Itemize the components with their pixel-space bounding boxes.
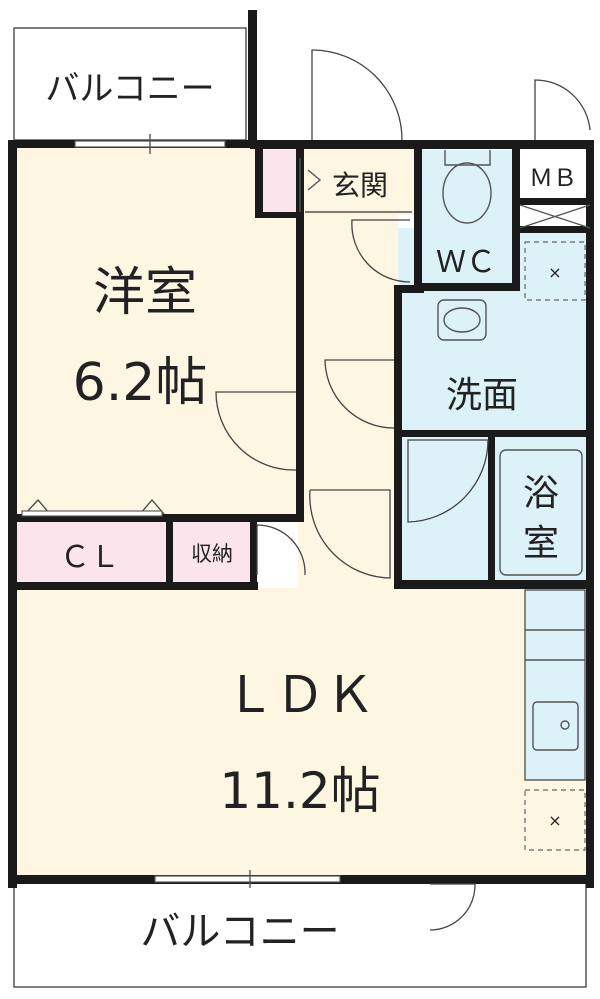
balcony-bottom-label: バルコニー <box>140 909 339 955</box>
wall <box>514 198 592 205</box>
kitchen-sink-icon <box>532 701 579 751</box>
wall <box>586 140 594 888</box>
western-room-door <box>215 391 297 471</box>
balcony-bottom-outline <box>13 881 587 988</box>
corridor-floor <box>298 150 398 590</box>
storage-label: 収納 <box>191 542 233 566</box>
wall <box>250 140 592 149</box>
storage-door <box>256 524 306 576</box>
wall <box>255 212 303 218</box>
wall <box>414 148 422 288</box>
entrance-leader <box>307 169 322 191</box>
wc-door <box>351 219 411 283</box>
bathroom-door <box>407 439 489 523</box>
closet-rail <box>21 510 163 517</box>
western-room-label: 洋室 <box>93 263 197 323</box>
wash-basin-icon <box>437 299 487 341</box>
window-bottom <box>154 875 341 883</box>
wall <box>248 10 257 148</box>
balcony-top-outline <box>13 27 247 141</box>
sink-drain-icon <box>560 720 570 730</box>
western-room-floor <box>10 145 300 517</box>
ldk-label: ＬＤＫ <box>225 666 375 724</box>
wall <box>296 148 304 522</box>
washroom-label: 洗面 <box>446 375 518 416</box>
wall <box>488 430 495 585</box>
closet-floor <box>10 517 173 587</box>
laundry-mark: × <box>548 263 561 282</box>
washroom-door <box>324 359 395 429</box>
ldk-floor <box>10 588 590 878</box>
outside-door-right <box>534 79 591 140</box>
wall <box>394 285 424 293</box>
fridge-mark: × <box>548 811 561 830</box>
wc-label: ＷＣ <box>436 245 496 280</box>
entrance-floor <box>300 150 415 215</box>
storage-floor <box>173 517 253 587</box>
basin-bowl-icon <box>443 307 481 333</box>
balcony-top-label: バルコニー <box>45 69 214 109</box>
bathroom-label-line2: 室 <box>523 523 559 564</box>
wall <box>8 582 258 590</box>
bathroom-label-line1: 浴 <box>523 473 559 514</box>
ldk-size: 11.2帖 <box>219 762 380 820</box>
toilet-icon <box>444 150 491 166</box>
wall <box>414 283 520 291</box>
western-room-size: 6.2帖 <box>73 353 208 413</box>
wall <box>255 148 263 218</box>
bathtub-icon <box>499 449 583 576</box>
closet-door <box>24 499 165 515</box>
closet-label: ＣＬ <box>60 540 120 575</box>
balcony-door <box>429 883 476 931</box>
wall <box>514 226 592 233</box>
wall <box>250 514 257 590</box>
entrance-label: 玄関 <box>332 169 388 202</box>
wall <box>512 148 520 288</box>
toilet-bowl-icon <box>442 162 492 224</box>
wall <box>8 514 304 522</box>
mb-label: ＭＢ <box>529 164 577 192</box>
mb-vent-icon <box>519 204 591 229</box>
kitchen-counter <box>524 589 586 781</box>
fridge-space-icon <box>524 789 586 851</box>
ldk-door <box>309 489 391 579</box>
laundry-pan-icon <box>524 241 586 301</box>
washroom-floor <box>398 228 590 433</box>
wall <box>166 514 173 588</box>
entry-door <box>311 49 403 141</box>
